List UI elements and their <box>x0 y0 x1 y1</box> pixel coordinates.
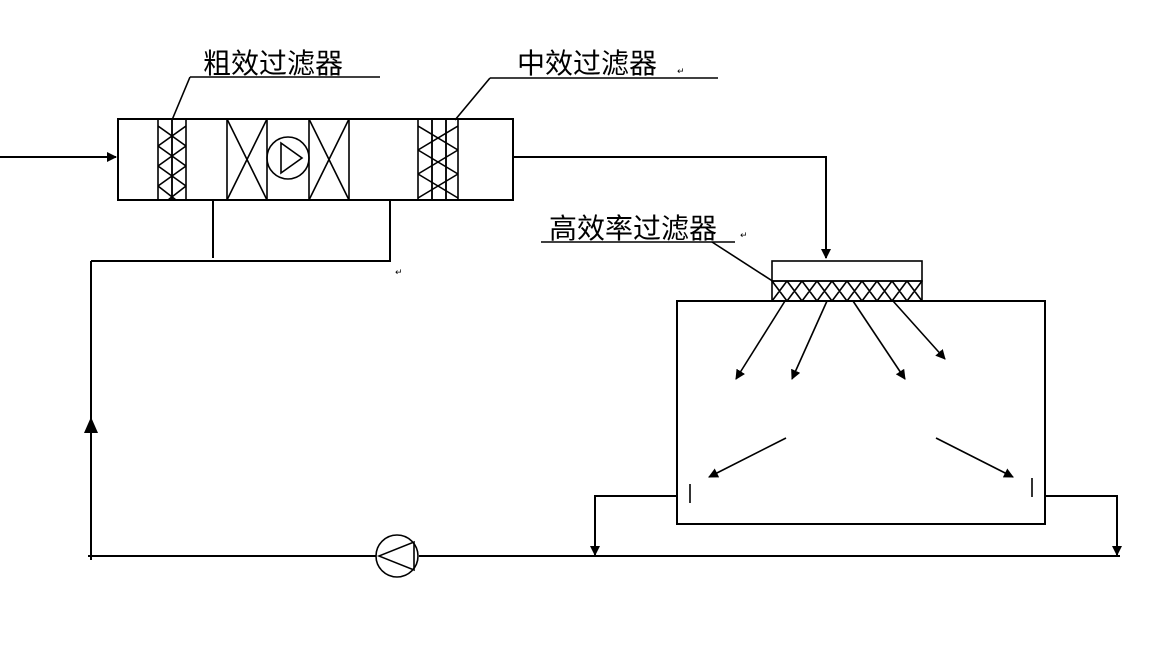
svg-text:粗效过滤器: 粗效过滤器 <box>203 47 343 80</box>
air-handling-unit <box>117 118 514 201</box>
svg-text:高效率过滤器: 高效率过滤器 <box>549 212 717 245</box>
svg-text:中效过滤器: 中效过滤器 <box>517 47 657 80</box>
return-riser-arrow <box>84 417 98 433</box>
return-fan-icon <box>375 534 419 578</box>
coarse-filter-element <box>157 118 187 201</box>
fan-icon <box>266 136 310 180</box>
airflow-arrows <box>708 300 1014 478</box>
svg-text:↵: ↵ <box>395 268 403 278</box>
svg-text:↵: ↵ <box>677 67 685 77</box>
medium-filter-element <box>417 118 459 201</box>
hepa-filter-element <box>771 260 923 302</box>
return-grilles <box>689 478 1033 503</box>
clean-room <box>676 300 1046 525</box>
hepa-filter-label: 高效率过滤器 ↵ <box>541 212 775 283</box>
supply-duct <box>513 156 831 259</box>
svg-text:↵: ↵ <box>740 231 748 241</box>
coil-right-element <box>308 118 350 201</box>
coil-left-element <box>226 118 268 201</box>
room-exhaust-left <box>590 495 677 556</box>
return-connection: ↵ <box>91 200 403 278</box>
medium-filter-label: 中效过滤器 ↵ <box>454 47 718 121</box>
room-exhaust-right <box>1045 495 1122 556</box>
coarse-filter-label: 粗效过滤器 <box>171 47 380 121</box>
